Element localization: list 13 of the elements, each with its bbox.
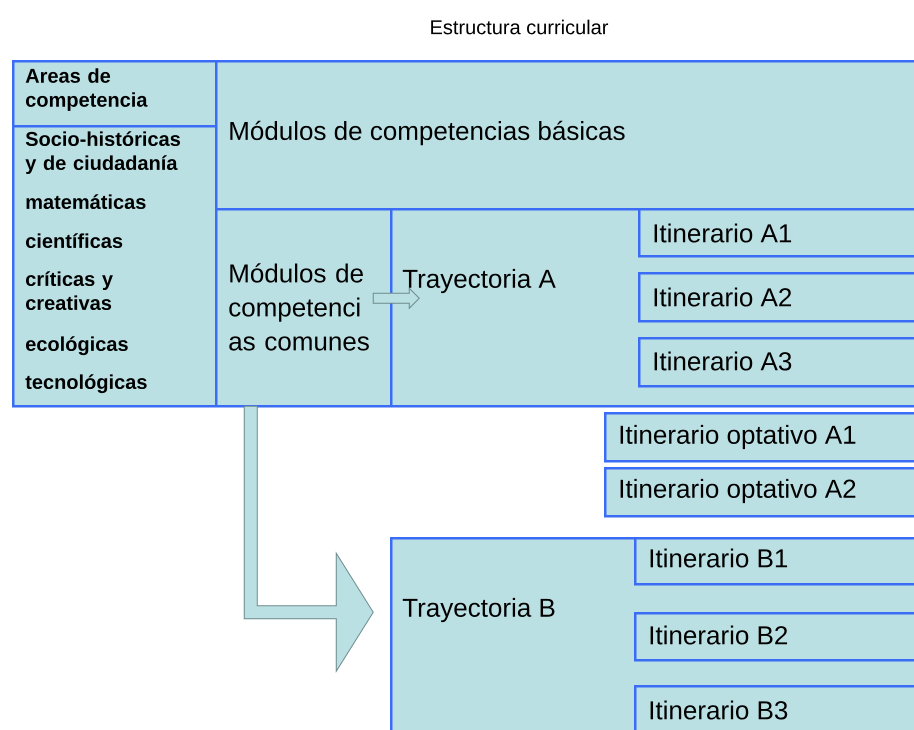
itinerary-box: Itinerario optativo A1 <box>604 412 914 462</box>
block-arrow <box>244 406 374 673</box>
itinerary-box: Itinerario B2 <box>634 612 914 662</box>
category-box: Areas de competencia <box>12 60 218 128</box>
itinerary-box: Itinerario A3 <box>638 337 914 388</box>
itinerary-box: Itinerario optativo A2 <box>604 467 914 518</box>
block-arrow <box>372 287 420 310</box>
itinerary-box: Itinerario A1 <box>638 208 914 258</box>
itinerary-box: Itinerario B3 <box>634 685 914 730</box>
itinerary-box: Itinerario A2 <box>638 272 914 322</box>
title: Estructura curricular <box>431 20 608 34</box>
module-box: Módulos de competenci as comunes <box>215 208 392 408</box>
itinerary-box: Itinerario B1 <box>634 537 914 586</box>
